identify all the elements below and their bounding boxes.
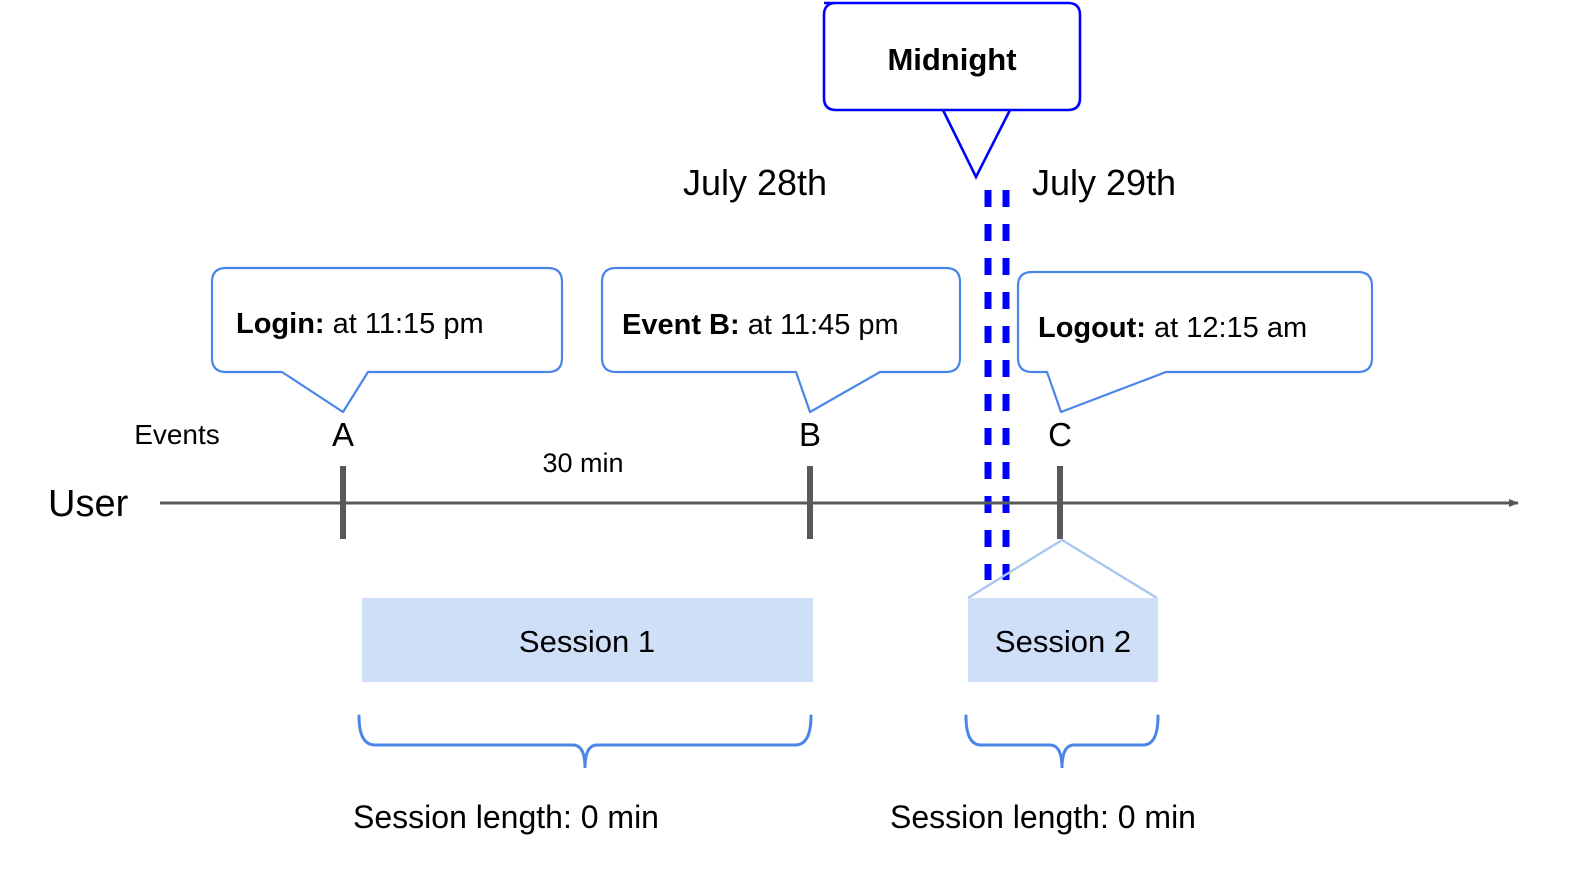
login-callout-text: Login: at 11:15 pm xyxy=(236,308,484,340)
login-callout-rest: at 11:15 pm xyxy=(325,308,484,340)
event-callout-logout: Logout: at 12:15 am xyxy=(1016,270,1374,414)
timeline-row-label-user: User xyxy=(48,483,129,525)
event-point-label-c: C xyxy=(1048,416,1072,453)
logout-callout-bold: Logout: xyxy=(1038,312,1146,344)
session-2-brace xyxy=(964,714,1160,769)
event-b-callout-text: Event B: at 11:45 pm xyxy=(622,309,899,341)
session-1-label: Session 1 xyxy=(519,624,655,659)
session-2-length-label: Session length: 0 min xyxy=(890,799,1196,835)
midnight-callout: Midnight xyxy=(822,1,1082,180)
event-callout-login: Login: at 11:15 pm xyxy=(210,266,564,414)
event-point-label-a: A xyxy=(332,416,354,453)
midnight-callout-tail xyxy=(941,109,1012,180)
login-callout-box xyxy=(210,266,564,414)
midnight-divider-lines xyxy=(984,190,1010,580)
logout-callout-box xyxy=(1016,270,1374,414)
duration-label-30-min: 30 min xyxy=(542,448,623,478)
session-2-label: Session 2 xyxy=(995,624,1131,659)
date-label-july-29: July 29th xyxy=(1032,162,1176,203)
event-b-callout-rest: at 11:45 pm xyxy=(740,309,899,341)
event-b-callout-box xyxy=(600,266,962,414)
session-1-length-label: Session length: 0 min xyxy=(353,799,659,835)
event-b-callout-bold: Event B: xyxy=(622,309,740,341)
session-1-brace xyxy=(357,714,813,769)
session-1-bar xyxy=(362,598,813,682)
login-callout-bold: Login: xyxy=(236,308,325,340)
date-label-july-28: July 28th xyxy=(683,162,827,203)
event-callout-event-b: Event B: at 11:45 pm xyxy=(600,266,962,414)
midnight-callout-label: Midnight xyxy=(887,42,1016,77)
events-row-label: Events xyxy=(134,419,220,450)
logout-callout-rest: at 12:15 am xyxy=(1146,312,1307,344)
logout-callout-text: Logout: at 12:15 am xyxy=(1038,312,1307,344)
event-point-label-b: B xyxy=(799,416,821,453)
session-2-bar xyxy=(968,598,1158,682)
session-2-roof xyxy=(967,538,1158,600)
midnight-callout-box xyxy=(822,1,1082,112)
